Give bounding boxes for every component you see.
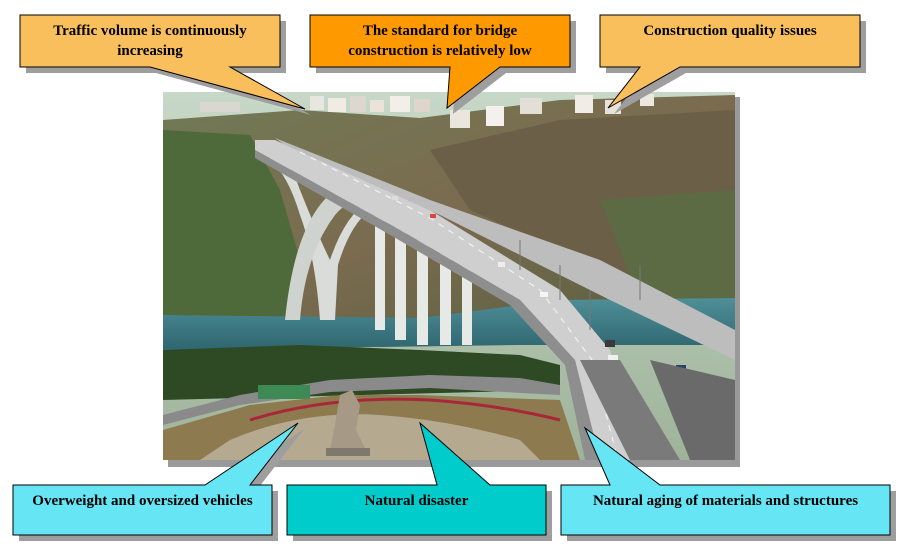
- callout-quality: [599, 14, 866, 114]
- callout-traffic: [19, 14, 311, 115]
- callout-aging: [560, 426, 896, 541]
- callout-overweight-shape: [12, 422, 299, 536]
- callout-standard: [309, 14, 576, 114]
- callout-disaster-shape: [286, 421, 547, 536]
- callout-standard-shape: [309, 14, 571, 110]
- callout-disaster: [286, 421, 552, 541]
- callout-traffic-shape: [19, 14, 306, 110]
- callout-aging-shape: [560, 426, 891, 536]
- callout-overweight: [12, 422, 304, 541]
- callout-quality-shape: [599, 14, 861, 109]
- hillside-town: [200, 94, 654, 128]
- bridge-photo: [163, 92, 740, 467]
